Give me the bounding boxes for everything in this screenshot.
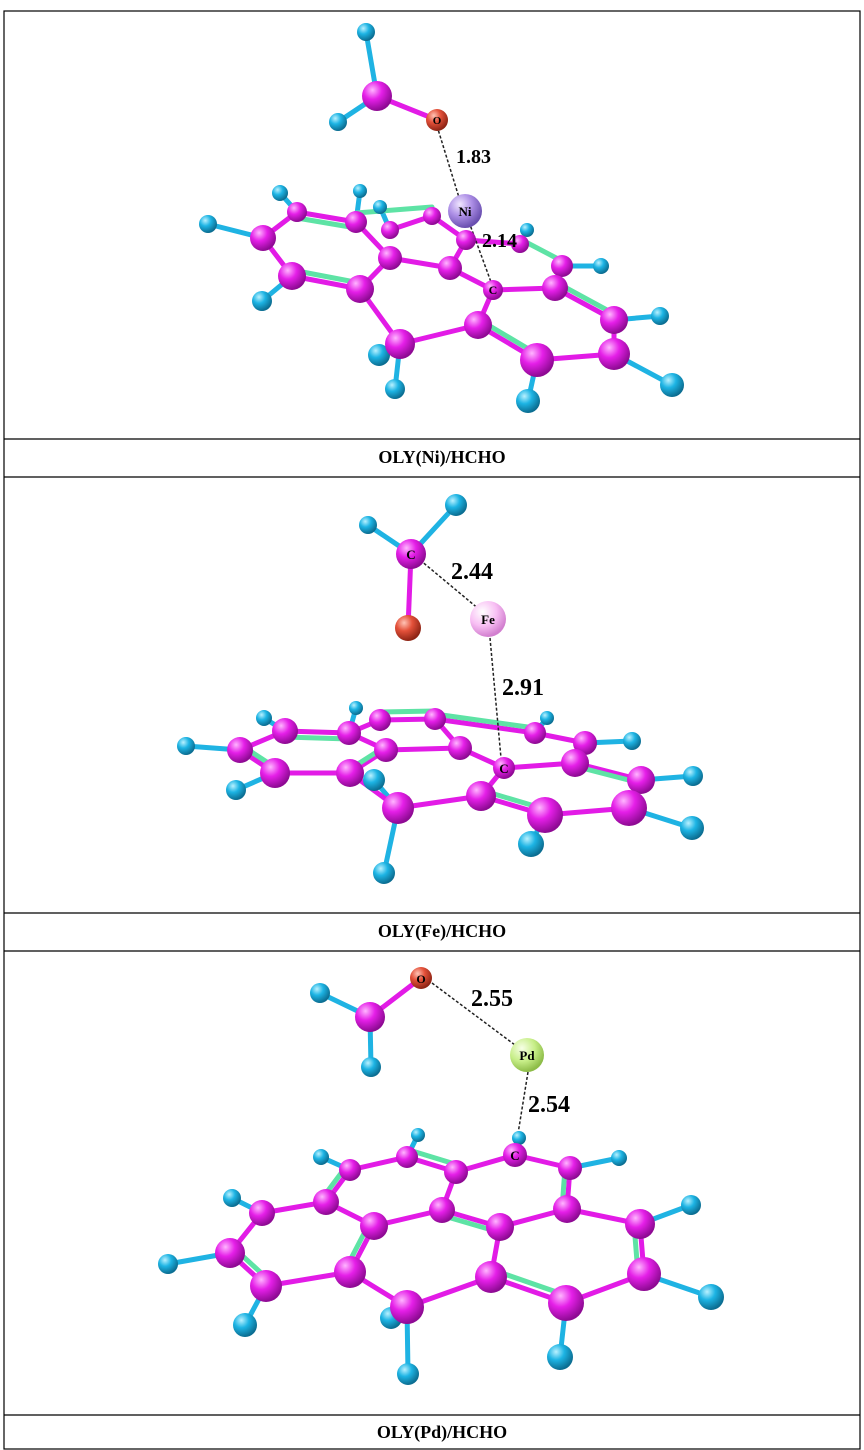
- molecule-pd: [158, 967, 724, 1385]
- panel-ni: O Ni C 1.83 2.14 OLY(Ni)/HCHO: [199, 23, 684, 468]
- distance-adsorbate-metal: 2.44: [451, 559, 493, 585]
- hydrogen-atoms: [158, 983, 724, 1385]
- adsorbate-atom-label: O: [433, 115, 442, 127]
- oxygen-atom: [426, 109, 448, 131]
- hydrogen-atoms: [199, 23, 684, 413]
- ring-atom-label: C: [510, 1148, 519, 1163]
- metal-atom-label: Ni: [459, 204, 472, 219]
- ring-atom-label: C: [499, 761, 508, 776]
- metal-atom: [448, 194, 482, 228]
- table-grid: [3, 10, 861, 1450]
- distance-metal-ring: 2.91: [502, 675, 544, 701]
- ring-atom-label: C: [489, 283, 498, 297]
- distance-metal-ring: 2.54: [528, 1092, 570, 1118]
- distance-adsorbate-metal: 1.83: [456, 146, 491, 168]
- panel-fe: C Fe C 2.44 2.91 OLY(Fe)/HCHO: [177, 494, 704, 942]
- panel-caption: OLY(Fe)/HCHO: [378, 921, 506, 942]
- molecule-ni: [199, 23, 684, 413]
- panel-caption: OLY(Pd)/HCHO: [377, 1422, 507, 1443]
- adsorbate-atom-label: O: [416, 972, 425, 986]
- oxygen-atom: [395, 615, 421, 641]
- metal-atom: [510, 1038, 544, 1072]
- metal-atom-label: Fe: [481, 612, 495, 627]
- carbon-atoms: [227, 539, 655, 833]
- oxygen-atom: [410, 967, 432, 989]
- molecule-fe: [177, 494, 704, 884]
- distance-metal-ring: 2.14: [482, 230, 517, 252]
- hydrogen-atoms: [177, 494, 704, 884]
- carbon-atoms: [215, 1002, 661, 1324]
- panel-caption: OLY(Ni)/HCHO: [378, 447, 505, 468]
- carbon-atoms: [250, 81, 630, 377]
- metal-atom: [470, 601, 506, 637]
- panel-pd: O Pd C 2.55 2.54 OLY(Pd)/HCHO: [158, 967, 724, 1443]
- distance-adsorbate-metal: 2.55: [471, 986, 513, 1012]
- adsorbate-atom-label: C: [406, 547, 415, 562]
- metal-atom-label: Pd: [519, 1048, 535, 1063]
